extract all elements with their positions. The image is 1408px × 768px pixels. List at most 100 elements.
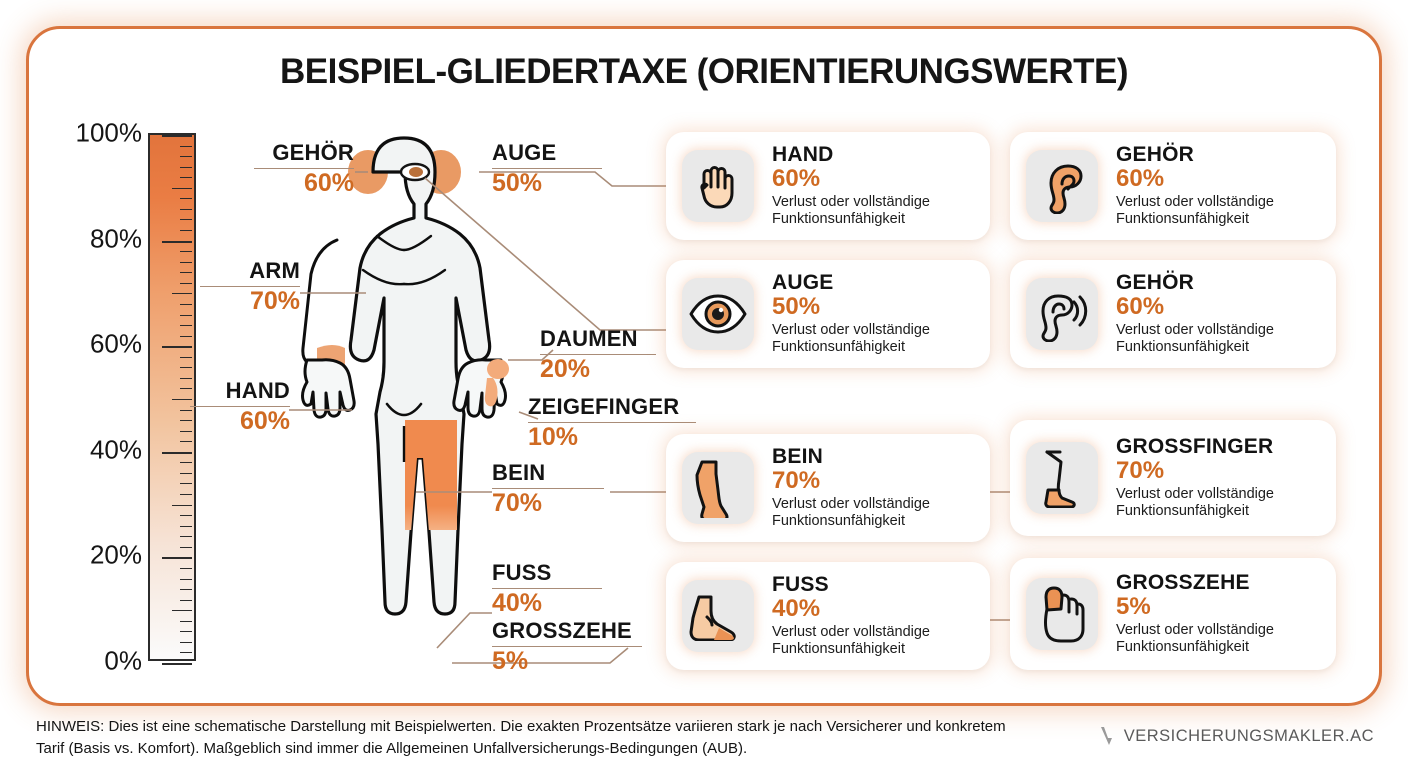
card-percent: 50% xyxy=(772,292,821,320)
callout-rule xyxy=(540,353,656,355)
callout-gehoer-name: GEHÖR xyxy=(272,140,354,165)
eye-icon xyxy=(682,278,754,350)
scale-tick xyxy=(180,177,192,179)
card-description-line1: Verlust oder vollständige xyxy=(772,322,930,339)
callout-bein-name: BEIN xyxy=(492,460,546,485)
callout-zeigefinger-percent: 10% xyxy=(528,422,579,451)
arm-left xyxy=(301,238,339,364)
index-finger-highlight xyxy=(484,378,498,407)
scale-tick xyxy=(180,303,192,305)
brand-logo: VERSICHERUNGSMAKLER.AC xyxy=(1099,724,1374,748)
callout-fuss-name: FUSS xyxy=(492,560,552,585)
card-percent: 60% xyxy=(772,164,821,192)
scale-tick xyxy=(180,367,192,369)
footer-note-line2: Tarif (Basis vs. Komfort). Maßgeblich si… xyxy=(36,739,748,757)
scale-tick xyxy=(180,472,192,474)
footer-note-line1: HINWEIS: Dies ist eine schematische Dars… xyxy=(36,718,1006,735)
callout-bein: BEIN 70% xyxy=(492,460,604,517)
callout-gehoer: GEHÖR 60% xyxy=(254,140,354,196)
scale-tick xyxy=(180,388,192,390)
logo-text: VERSICHERUNGSMAKLER.AC xyxy=(1123,726,1374,745)
scale-tick xyxy=(180,420,192,422)
scale-tick xyxy=(162,557,192,560)
card-title: FUSS xyxy=(772,573,829,597)
scale-tick xyxy=(162,346,192,349)
card-description-line1: Verlust oder vollständige xyxy=(772,194,930,211)
scale-label-80: 80% xyxy=(89,223,142,254)
pec-line-left xyxy=(361,268,406,286)
scale-label-100: 100% xyxy=(75,117,143,148)
scale-tick xyxy=(180,483,192,485)
card-description-line1: Verlust oder vollständige xyxy=(1116,486,1274,503)
crotch-line xyxy=(385,402,423,417)
scale-tick xyxy=(180,219,192,221)
percentage-scale: 100%80%60%40%20%0% xyxy=(60,118,210,676)
callout-auge-percent: 50% xyxy=(492,168,543,197)
callout-arm-percent: 70% xyxy=(249,286,300,315)
callout-auge-name: AUGE xyxy=(492,140,557,165)
callout-hand-percent: 60% xyxy=(239,406,290,435)
scale-tick xyxy=(180,546,192,548)
callout-rule xyxy=(254,167,354,169)
scale-tick xyxy=(180,631,192,633)
card-percent: 70% xyxy=(1116,456,1165,484)
scale-tick xyxy=(180,251,192,253)
card-title: BEIN xyxy=(772,445,823,469)
callout-zeigefinger: ZEIGEFINGER 10% xyxy=(528,395,696,451)
callout-rule xyxy=(200,285,300,287)
card-title: GROSSFINGER xyxy=(1116,435,1274,459)
callout-bein-percent: 70% xyxy=(492,488,543,517)
page-title: BEISPIEL-GLIEDERTAXE (ORIENTIERUNGSWERTE… xyxy=(279,52,1129,91)
scale-label-40: 40% xyxy=(89,434,142,465)
scale-tick xyxy=(172,293,192,295)
scale-tick xyxy=(180,272,192,274)
scale-tick xyxy=(172,187,192,189)
scale-tick xyxy=(180,515,192,517)
checkmark-v-icon xyxy=(1100,727,1112,745)
scale-tick xyxy=(180,282,192,284)
toe-icon xyxy=(1026,578,1098,650)
scale-gradient-bar xyxy=(148,133,196,665)
scale-tick xyxy=(180,377,192,379)
card-description-line2: Funktionsunfähigkeit xyxy=(1116,639,1249,656)
callout-daumen: DAUMEN 20% xyxy=(540,327,656,383)
scale-tick xyxy=(180,261,192,263)
callout-rule xyxy=(492,487,604,489)
card-title: GEHÖR xyxy=(1116,143,1195,167)
card-description-line1: Verlust oder vollständige xyxy=(772,496,930,513)
callout-grosszehe-percent: 5% xyxy=(492,646,529,675)
hand-left xyxy=(301,358,356,419)
scale-tick xyxy=(180,462,192,464)
scale-tick xyxy=(180,567,192,569)
card-description-line2: Funktionsunfähigkeit xyxy=(1116,211,1249,228)
card-title: GROSSZEHE xyxy=(1116,571,1250,595)
card-percent: 60% xyxy=(1116,164,1165,192)
card-percent: 40% xyxy=(772,594,821,622)
scale-tick xyxy=(172,610,192,612)
card-percent: 70% xyxy=(772,466,821,494)
scale-label-20: 20% xyxy=(89,539,142,570)
callout-fuss: FUSS 40% xyxy=(492,560,602,617)
scale-label-0: 0% xyxy=(104,645,142,676)
card-title: HAND xyxy=(772,143,834,167)
scale-tick xyxy=(162,240,192,243)
callout-fuss-percent: 40% xyxy=(492,588,543,617)
callout-daumen-percent: 20% xyxy=(540,354,591,383)
callout-auge: AUGE 50% xyxy=(492,140,602,197)
card-description-line2: Funktionsunfähigkeit xyxy=(1116,339,1249,356)
thumb-highlight xyxy=(487,359,509,379)
scale-tick xyxy=(180,441,192,443)
scale-tick xyxy=(180,652,192,654)
scale-tick xyxy=(162,135,192,137)
